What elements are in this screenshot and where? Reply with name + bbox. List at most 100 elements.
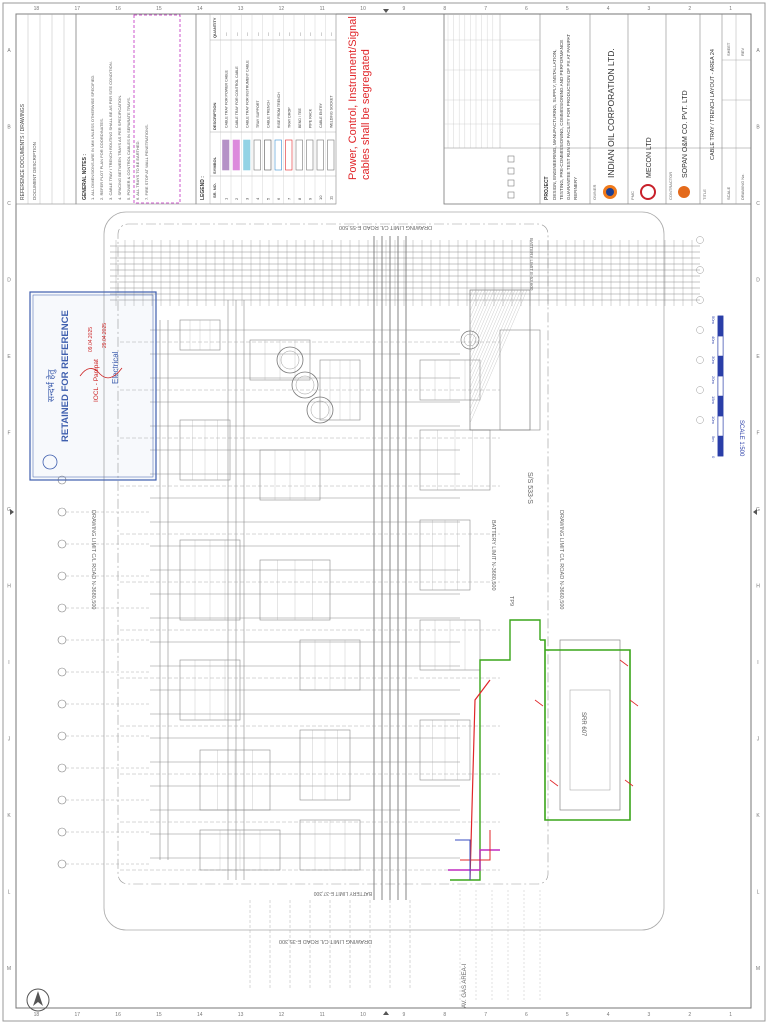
project-description: DESIGN, ENGINEERING, MANUFACTURING, SUPP… bbox=[552, 34, 578, 200]
grid-letter: M bbox=[756, 966, 760, 972]
legend-row-no: 4 bbox=[255, 197, 260, 200]
legend-symbol bbox=[316, 139, 324, 171]
general-note-line: 5. POWER & CONTROL CABLES IN SEPARATE TR… bbox=[126, 97, 131, 200]
legend-row-desc: TRAY DROP bbox=[287, 107, 291, 128]
legend-row-desc: TRAY SUPPORT bbox=[256, 100, 260, 128]
grid-number-bottom: 4 bbox=[607, 1012, 610, 1018]
pmc-name: MECON LTD bbox=[646, 137, 653, 178]
srr-label: SRR 607 bbox=[580, 712, 586, 737]
grid-number-top: 11 bbox=[320, 6, 325, 12]
legend-symbol bbox=[253, 139, 261, 171]
grid-number-bottom: 5 bbox=[566, 1012, 569, 1018]
legend-row-no: 5 bbox=[265, 197, 270, 200]
sheet-label: SHEET bbox=[726, 42, 731, 56]
grid-number-top: 4 bbox=[607, 6, 610, 12]
grid-letter: D bbox=[756, 278, 760, 284]
stamp-line2: IOCL - Panipat bbox=[93, 359, 100, 402]
road-left-label: DRAWING LIMIT C/L ROAD N-3660,500 bbox=[558, 510, 564, 609]
legend-row-desc: WELDING SOCKET bbox=[329, 95, 333, 128]
scale-tick-label: 30m bbox=[711, 356, 716, 364]
grid-letter: F bbox=[7, 431, 10, 437]
grid-letter: A bbox=[756, 48, 760, 54]
title-label: TITLE bbox=[702, 189, 707, 200]
grid-letter: B bbox=[7, 125, 11, 131]
battery-bottom-label: BATTERY LIMIT E-37,300 bbox=[314, 890, 372, 896]
substation-label: S/S 533-S bbox=[526, 472, 533, 504]
legend-symbol bbox=[306, 139, 314, 171]
rev-label: REV bbox=[740, 47, 745, 56]
general-note-line: 1. ALL DIMENSIONS ARE IN MM UNLESS OTHER… bbox=[90, 75, 95, 200]
legend-header: SYMBOL bbox=[212, 156, 217, 174]
grid-letter: M bbox=[7, 966, 11, 972]
grid-number-top: 15 bbox=[156, 6, 162, 12]
inner-border bbox=[15, 13, 752, 1009]
general-note-line: 3. CABLE TRAY / TRENCH ROUTING SHALL BE … bbox=[108, 61, 113, 200]
legend-row-qty: — bbox=[224, 32, 228, 36]
svg-text:N: N bbox=[41, 994, 45, 1000]
grid-letter: K bbox=[756, 813, 760, 819]
grid-letter: L bbox=[8, 889, 11, 895]
grid-letter: I bbox=[757, 660, 758, 666]
stamp-date-1: 09.04.2025 bbox=[88, 327, 94, 352]
scale-tick-label: 0 bbox=[711, 456, 716, 459]
legend-row-no: 3 bbox=[244, 197, 249, 200]
grid-number-top: 8 bbox=[443, 6, 446, 12]
grid-letter: C bbox=[7, 201, 11, 207]
grid-number-top: 13 bbox=[238, 6, 244, 12]
legend-symbol bbox=[243, 139, 251, 171]
grid-number-bottom: 18 bbox=[34, 1012, 40, 1018]
grid-number-bottom: 6 bbox=[525, 1012, 528, 1018]
grid-number-top: 2 bbox=[688, 6, 691, 12]
mecon-logo-icon bbox=[640, 184, 656, 200]
grid-number-bottom: 12 bbox=[279, 1012, 285, 1018]
scale-label: SCALE bbox=[726, 187, 731, 200]
legend-row-desc: CABLE TRAY FOR CONTROL CABLE bbox=[235, 66, 239, 128]
legend-row-no: 2 bbox=[234, 197, 239, 200]
grid-number-bottom: 10 bbox=[360, 1012, 366, 1018]
grid-number-top: 5 bbox=[566, 6, 569, 12]
legend-row-qty: — bbox=[256, 32, 260, 36]
grid-number-top: 18 bbox=[34, 6, 40, 12]
legend-header: SR. NO. bbox=[212, 183, 217, 198]
grid-letter: G bbox=[7, 507, 11, 513]
battery-limit-boundary bbox=[117, 223, 549, 885]
stamp-hindi: सन्दर्भ हेतु bbox=[45, 369, 57, 402]
owner-label: OWNER bbox=[592, 185, 597, 200]
stamp-date-2: 29.04.2025 bbox=[102, 323, 108, 348]
legend-row-qty: — bbox=[277, 32, 281, 36]
grid-letter: K bbox=[7, 813, 11, 819]
notes-highlight-box bbox=[133, 14, 181, 204]
grid-number-bottom: 3 bbox=[648, 1012, 651, 1018]
legend-row-no: 7 bbox=[286, 197, 291, 200]
grid-number-bottom: 9 bbox=[403, 1012, 406, 1018]
grid-letter: J bbox=[757, 736, 760, 742]
grid-letter: H bbox=[756, 583, 760, 589]
grid-number-top: 7 bbox=[484, 6, 487, 12]
general-note-line: 6. ALL TRAYS TO BE EARTHED. bbox=[135, 140, 140, 200]
legend-row-qty: — bbox=[235, 32, 239, 36]
general-notes-title: GENERAL NOTES : bbox=[82, 154, 88, 200]
contractor-label: CONTRACTOR bbox=[668, 172, 673, 200]
grid-letter: G bbox=[756, 507, 760, 513]
legend-row-desc: PIPE RACK bbox=[308, 108, 312, 128]
general-note-line: 7. FIRE STOP AT WALL PENETRATIONS. bbox=[144, 124, 149, 200]
grid-number-top: 14 bbox=[197, 6, 203, 12]
legend-row-qty: — bbox=[298, 32, 302, 36]
legend-symbol bbox=[222, 139, 230, 171]
scale-tick-label: 5m bbox=[711, 436, 716, 442]
legend-row-no: 10 bbox=[318, 195, 323, 200]
plan-area: DRAWING LIMIT C/L ROAD E-55,500 DRAWING … bbox=[26, 211, 744, 1012]
title-block: PROJECT DESIGN, ENGINEERING, MANUFACTURI… bbox=[443, 13, 752, 205]
segregation-note: Power, Control, Instrument/Signal cables… bbox=[347, 16, 372, 180]
battery-left-label: BATTERY LIMIT N-3680,500 bbox=[490, 520, 496, 591]
legend-row-no: 1 bbox=[223, 197, 228, 200]
legend-row-desc: BEND / TEE bbox=[298, 107, 302, 128]
stamp-retained: RETAINED FOR REFERENCE bbox=[60, 310, 71, 442]
scale-tick-label: 15m bbox=[711, 396, 716, 404]
drawing-title: CABLE TRAY / TRENCH LAYOUT - AREA 24 bbox=[710, 49, 716, 160]
grid-letter: B bbox=[756, 125, 760, 131]
legend-symbol bbox=[264, 139, 272, 171]
